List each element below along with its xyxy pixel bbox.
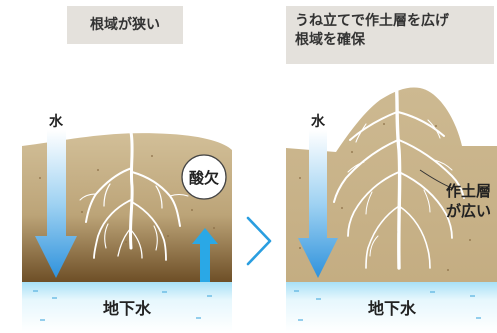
right-groundwater-label: 地下水: [368, 299, 417, 318]
left-panel: 水 酸欠 地下水: [22, 113, 232, 332]
right-roots: [333, 76, 465, 270]
right-water-label: 水: [311, 113, 326, 130]
left-panel-title-text: 根域が狭い: [90, 16, 160, 33]
right-water-arrow: [298, 130, 338, 278]
topsoil-label-line1: 作土層: [446, 182, 491, 200]
left-groundwater-ripples: [33, 290, 212, 321]
topsoil-leader-line: [419, 169, 453, 189]
right-panel: 水 作土層 が広い 地下水: [286, 76, 497, 332]
oxygen-deficit-badge: [181, 154, 227, 200]
oxygen-deficit-label: 酸欠: [189, 169, 219, 187]
left-soil: [22, 133, 232, 282]
left-up-arrow: [192, 228, 218, 282]
left-water-label: 水: [49, 113, 64, 130]
right-panel-title: うね立てで作土層を広げ 根域を確保: [286, 6, 494, 64]
left-groundwater-label: 地下水: [103, 299, 152, 318]
right-groundwater: [286, 282, 497, 332]
topsoil-label-line2: が広い: [446, 202, 491, 220]
right-panel-title-line1: うね立てで作土層を広げ: [295, 13, 449, 29]
left-roots: [79, 130, 189, 261]
right-groundwater-ripples: [294, 290, 481, 321]
transition-arrow-icon: [246, 216, 272, 266]
right-panel-title-line2: 根域を確保: [295, 32, 365, 48]
left-groundwater: [22, 282, 232, 332]
left-panel-title: 根域が狭い: [67, 6, 183, 44]
left-water-arrow: [35, 130, 77, 278]
